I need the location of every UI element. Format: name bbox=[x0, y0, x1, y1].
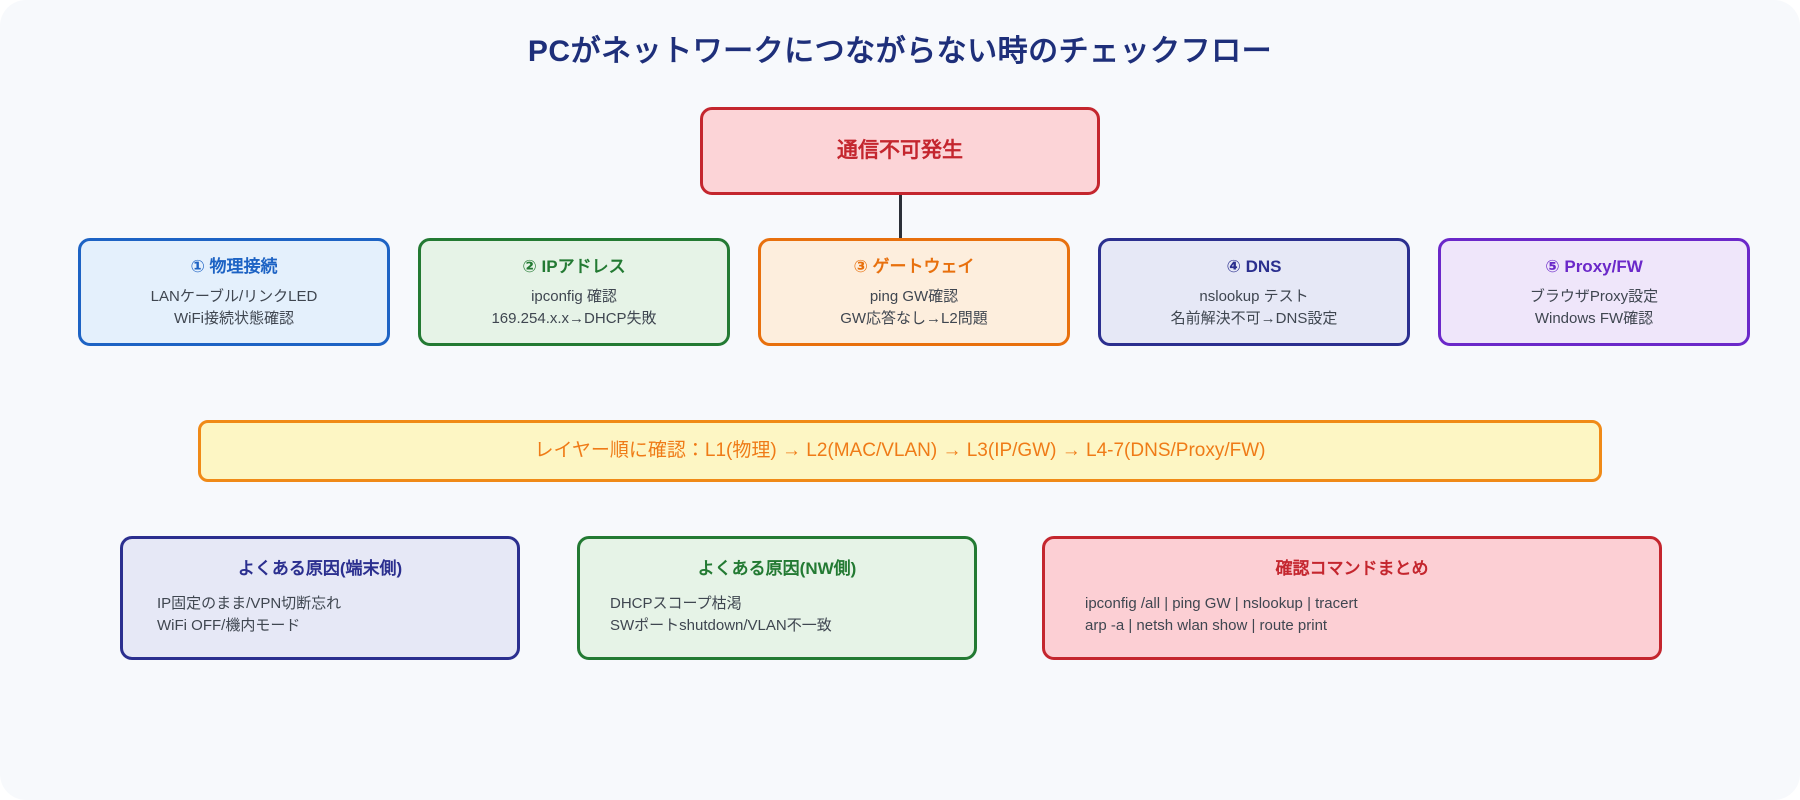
card-detail-line: WiFi OFF/機内モード bbox=[157, 617, 301, 635]
card-detail-line: IP固定のまま/VPN切断忘れ bbox=[157, 595, 342, 613]
card-command-summary[interactable]: 確認コマンドまとめ ipconfig /all | ping GW | nslo… bbox=[1042, 536, 1662, 660]
node-title: 通信不可発生 bbox=[837, 139, 963, 163]
card-body: IP固定のまま/VPN切断忘れ WiFi OFF/機内モード bbox=[157, 593, 341, 637]
node-detail-line: 名前解決不可→DNS設定 bbox=[1170, 309, 1338, 327]
connector-line-root-to-gateway bbox=[899, 195, 902, 240]
node-title: ② IPアドレス bbox=[522, 256, 626, 276]
card-detail-line: SWポートshutdown/VLAN不一致 bbox=[610, 617, 832, 635]
node-detail-line: ブラウザProxy設定 bbox=[1529, 287, 1659, 305]
card-detail-line: ipconfig /all | ping GW | nslookup | tra… bbox=[1085, 595, 1358, 613]
node-communication-failure[interactable]: 通信不可発生 bbox=[700, 107, 1100, 195]
card-title: よくある原因(NW側) bbox=[697, 559, 857, 578]
card-common-causes-client[interactable]: よくある原因(端末側) IP固定のまま/VPN切断忘れ WiFi OFF/機内モ… bbox=[120, 536, 520, 660]
card-title: 確認コマンドまとめ bbox=[1275, 559, 1429, 578]
node-detail-line: ping GW確認 bbox=[869, 287, 959, 305]
node-title: ③ ゲートウェイ bbox=[853, 256, 975, 276]
node-proxy-firewall[interactable]: ⑤ Proxy/FW ブラウザProxy設定 Windows FW確認 bbox=[1438, 238, 1750, 346]
node-title: ① 物理接続 bbox=[190, 256, 278, 276]
card-title: よくある原因(端末側) bbox=[237, 559, 403, 578]
card-body: ipconfig /all | ping GW | nslookup | tra… bbox=[1085, 593, 1358, 637]
card-detail-line: arp -a | netsh wlan show | route print bbox=[1085, 617, 1328, 635]
node-title: ⑤ Proxy/FW bbox=[1545, 256, 1643, 276]
node-layer-order-banner[interactable]: レイヤー順に確認：L1(物理) → L2(MAC/VLAN) → L3(IP/G… bbox=[198, 420, 1602, 482]
card-body: DHCPスコープ枯渇 SWポートshutdown/VLAN不一致 bbox=[610, 593, 832, 637]
node-detail-line: LANケーブル/リンクLED bbox=[150, 287, 318, 305]
node-ip-address[interactable]: ② IPアドレス ipconfig 確認 169.254.x.x→DHCP失敗 bbox=[418, 238, 730, 346]
node-detail-line: WiFi接続状態確認 bbox=[174, 309, 294, 327]
node-gateway[interactable]: ③ ゲートウェイ ping GW確認 GW応答なし→L2問題 bbox=[758, 238, 1070, 346]
node-title: ④ DNS bbox=[1226, 256, 1282, 276]
card-common-causes-network[interactable]: よくある原因(NW側) DHCPスコープ枯渇 SWポートshutdown/VLA… bbox=[577, 536, 977, 660]
banner-text: レイヤー順に確認：L1(物理) → L2(MAC/VLAN) → L3(IP/G… bbox=[534, 440, 1266, 462]
diagram-title: PCがネットワークにつながらない時のチェックフロー bbox=[527, 35, 1273, 68]
node-detail-line: ipconfig 確認 bbox=[531, 287, 617, 305]
card-detail-line: DHCPスコープ枯渇 bbox=[610, 595, 742, 613]
node-physical-connection[interactable]: ① 物理接続 LANケーブル/リンクLED WiFi接続状態確認 bbox=[78, 238, 390, 346]
node-detail-line: Windows FW確認 bbox=[1534, 309, 1654, 327]
node-detail-line: nslookup テスト bbox=[1199, 287, 1309, 305]
node-detail-line: 169.254.x.x→DHCP失敗 bbox=[491, 309, 657, 327]
node-dns[interactable]: ④ DNS nslookup テスト 名前解決不可→DNS設定 bbox=[1098, 238, 1410, 346]
node-detail-line: GW応答なし→L2問題 bbox=[840, 309, 988, 327]
